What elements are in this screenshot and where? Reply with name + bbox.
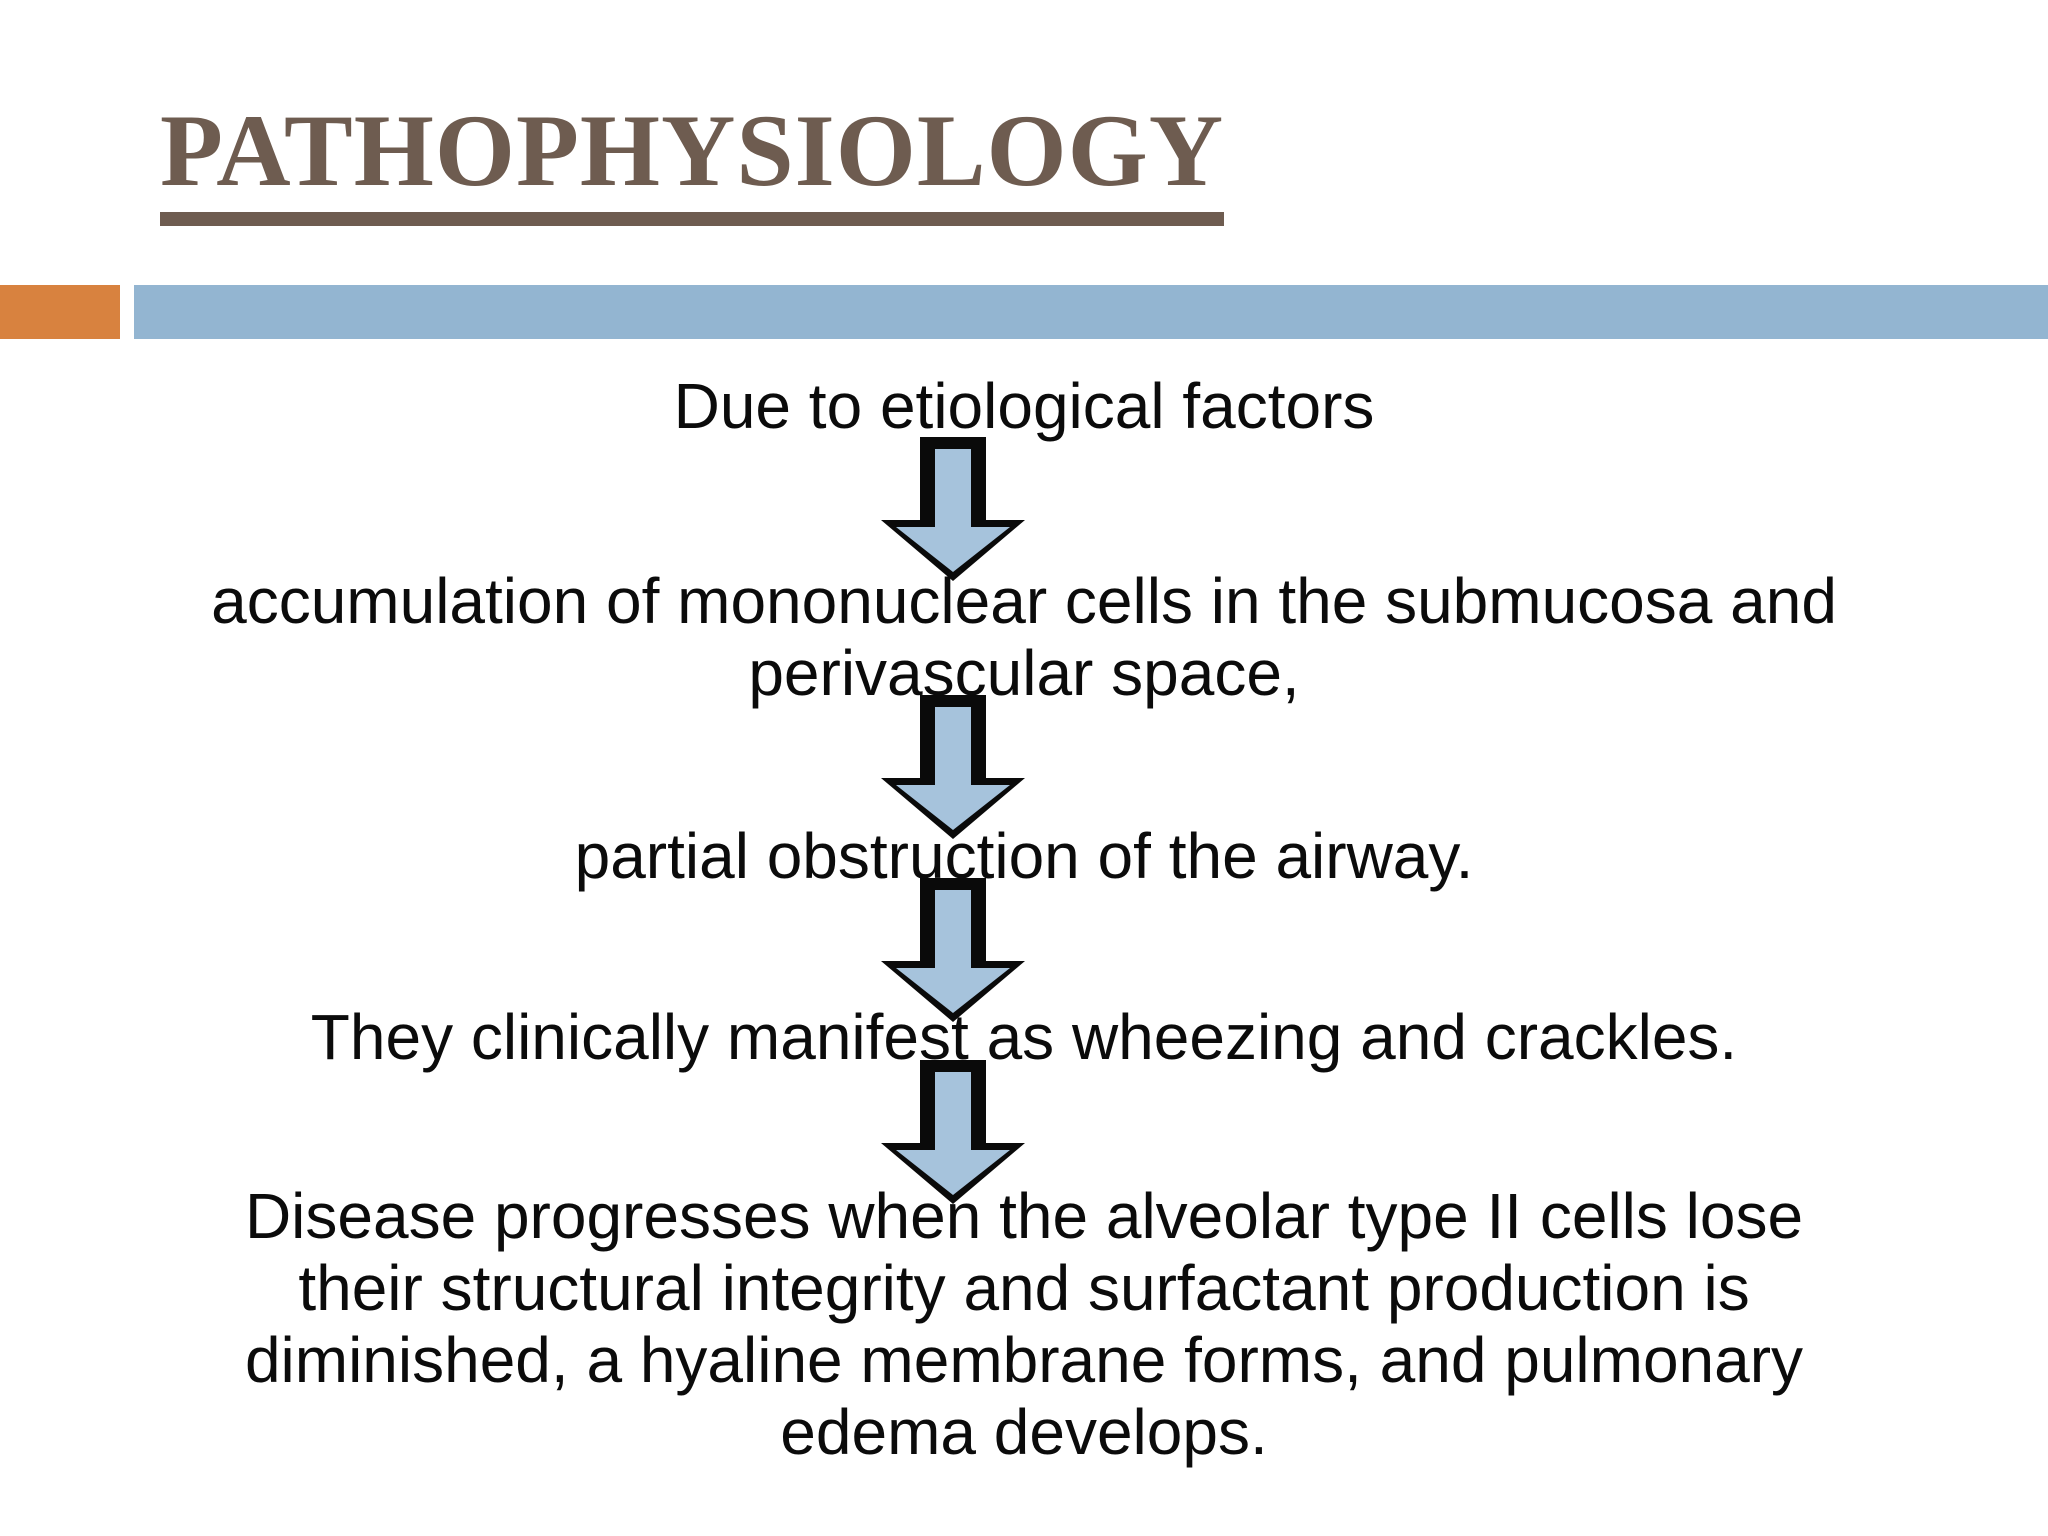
accent-bar-blue bbox=[134, 285, 2048, 339]
flow-step-text: accumulation of mononuclear cells in the… bbox=[211, 565, 1837, 637]
flow-step-text: diminished, a hyaline membrane forms, an… bbox=[244, 1324, 1804, 1396]
flow-step-4: They clinically manifest as wheezing and… bbox=[0, 1001, 2048, 1073]
flow-step-text: edema develops. bbox=[780, 1396, 1268, 1468]
down-arrow-icon bbox=[881, 437, 1025, 581]
flow-step-text: They clinically manifest as wheezing and… bbox=[310, 1001, 1738, 1073]
flow-step-text: their structural integrity and surfactan… bbox=[298, 1252, 1750, 1324]
down-arrow-icon bbox=[881, 695, 1025, 839]
down-arrow-icon bbox=[881, 1060, 1025, 1204]
flow-step-2: accumulation of mononuclear cells in the… bbox=[0, 565, 2048, 709]
slide-title: PATHOPHYSIOLOGY bbox=[160, 100, 1225, 226]
flow-step-text: Disease progresses when the alveolar typ… bbox=[244, 1180, 1804, 1252]
down-arrow-icon bbox=[881, 878, 1025, 1022]
flow-step-3: partial obstruction of the airway. bbox=[0, 820, 2048, 892]
flow-step-1: Due to etiological factors bbox=[0, 370, 2048, 442]
flow-step-5: Disease progresses when the alveolar typ… bbox=[0, 1180, 2048, 1468]
flow-step-text: Due to etiological factors bbox=[673, 370, 1375, 442]
flow-step-text: partial obstruction of the airway. bbox=[574, 820, 1474, 892]
flow-step-text: perivascular space, bbox=[748, 637, 1300, 709]
accent-bar-orange bbox=[0, 285, 120, 339]
